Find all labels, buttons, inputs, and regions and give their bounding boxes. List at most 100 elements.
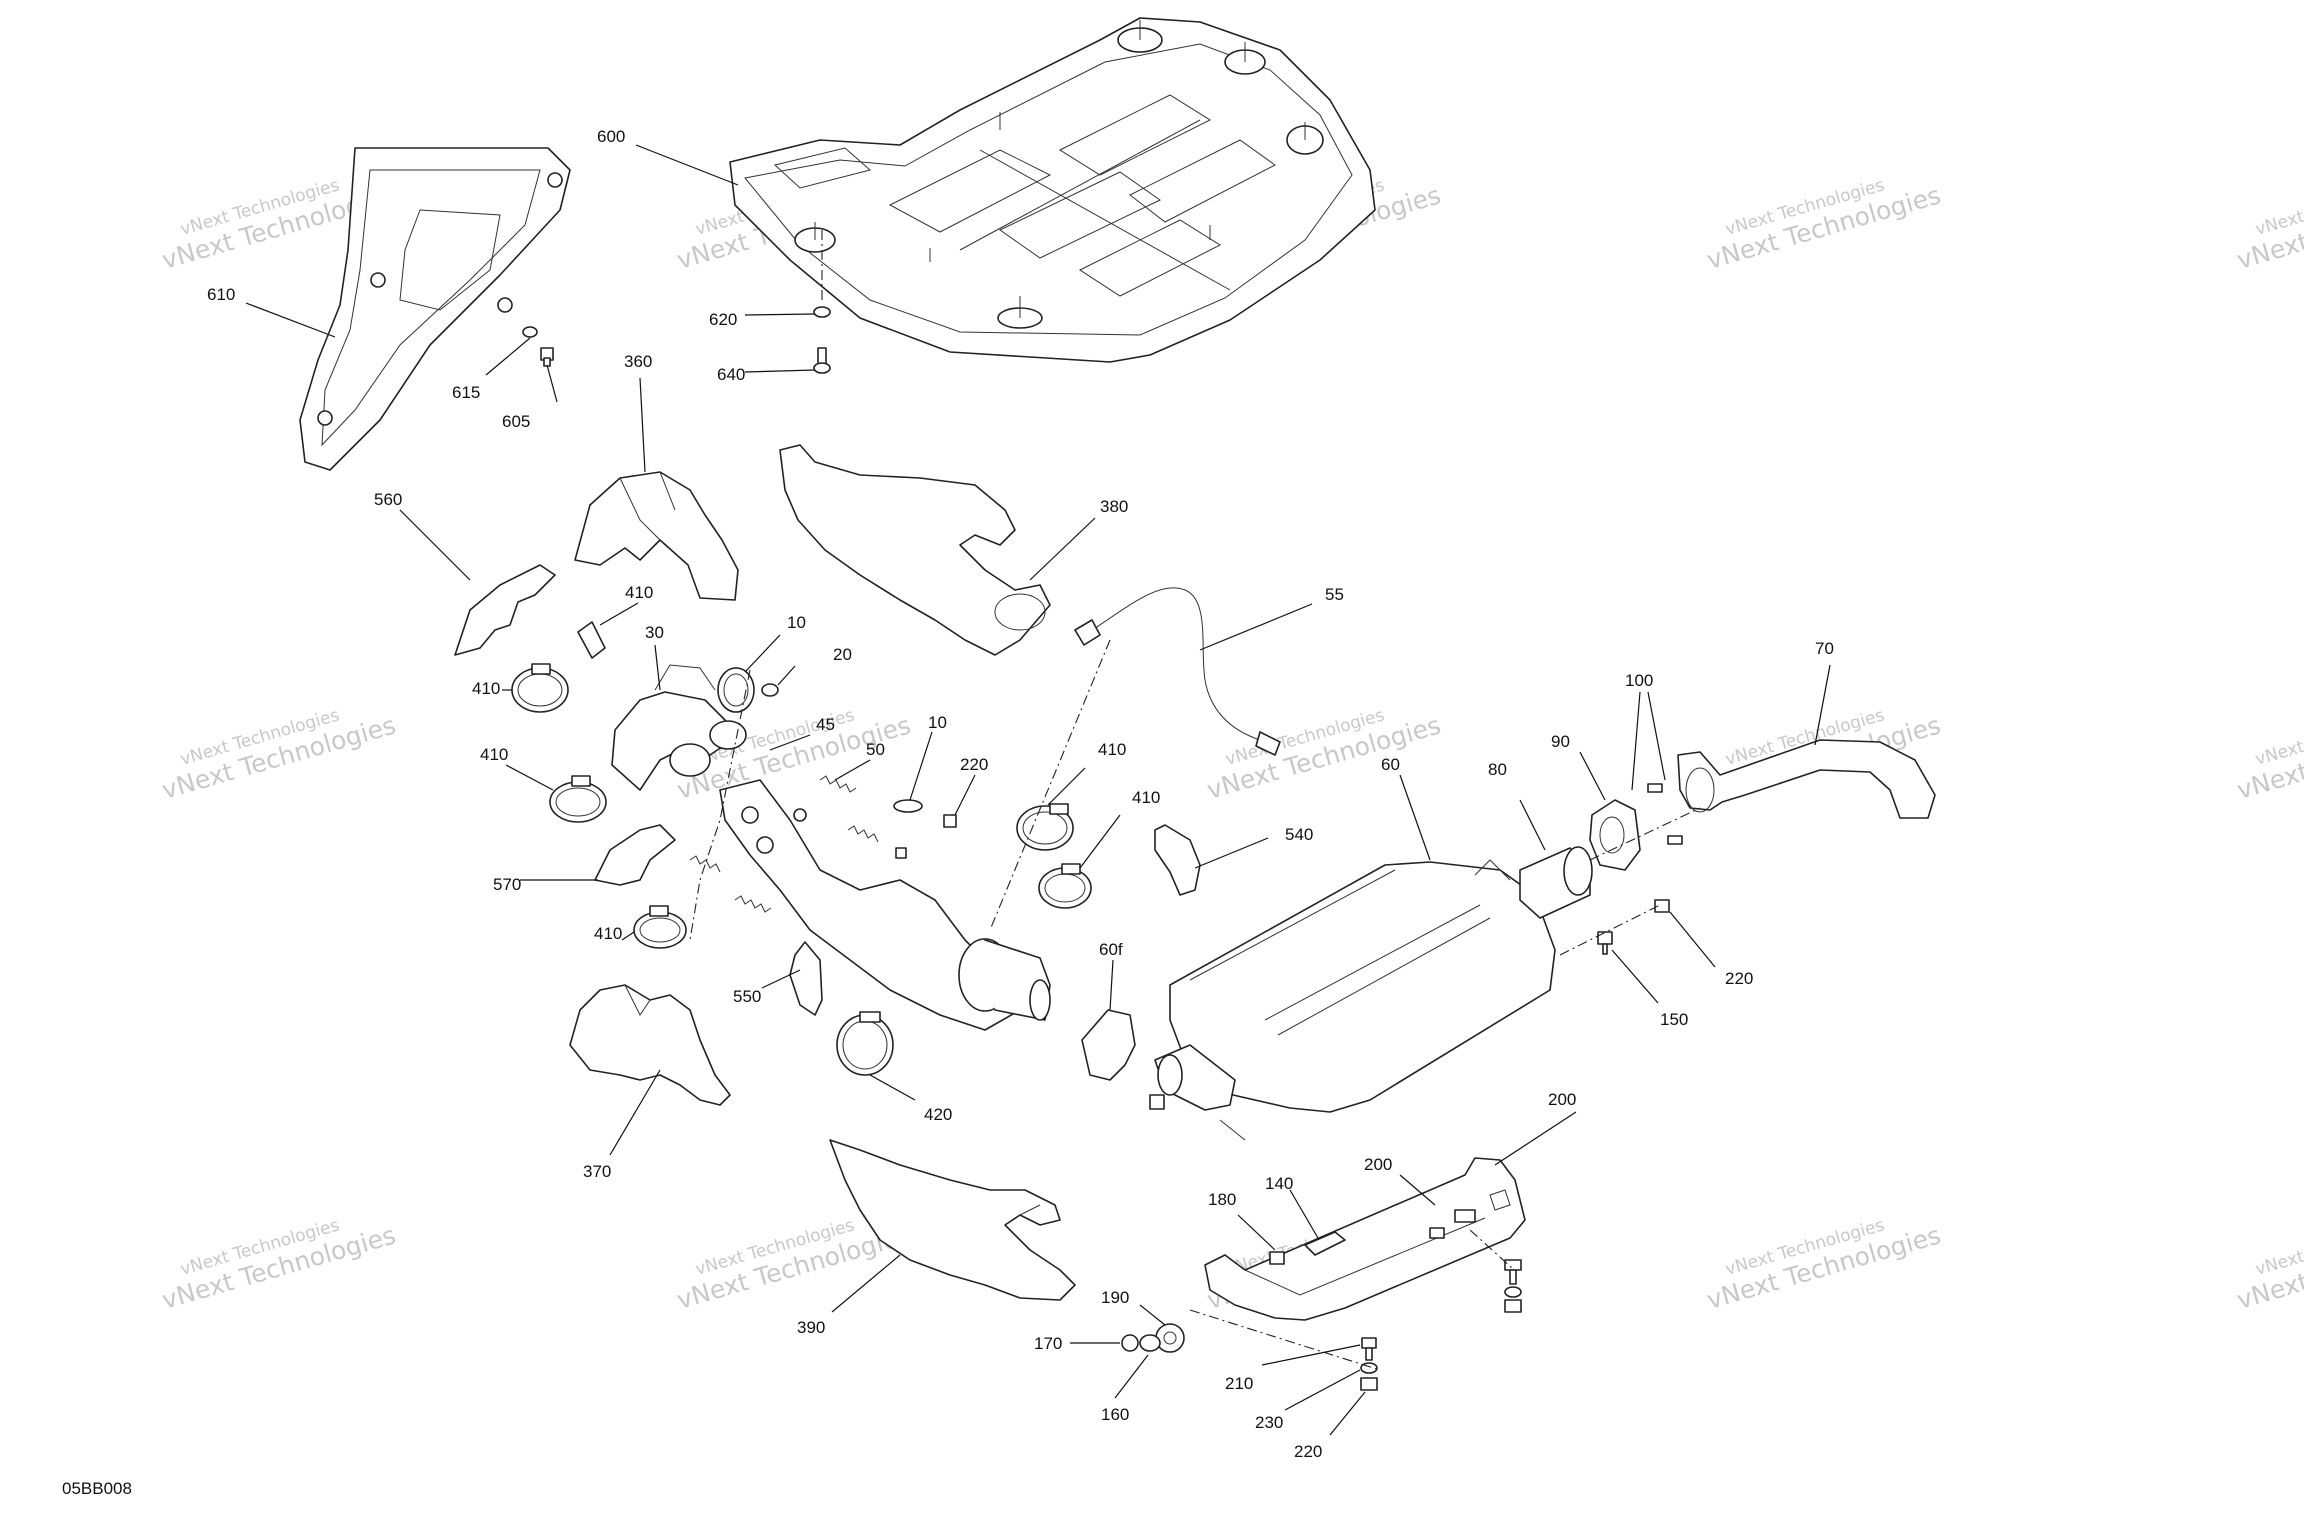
heat-shield-390	[829, 1139, 1076, 1301]
gasket-90	[1589, 799, 1641, 871]
callout-label: 140	[1265, 1174, 1293, 1193]
callout-label: 200	[1364, 1155, 1392, 1174]
callout-label: 190	[1101, 1288, 1129, 1307]
callout-label: 410	[1132, 788, 1160, 807]
heat-shield-370	[569, 984, 731, 1106]
clamp-410-e	[1038, 863, 1092, 909]
bolt-150	[1597, 931, 1613, 955]
callout-label: 80	[1488, 760, 1507, 779]
heat-shield-plate-600	[729, 17, 1376, 363]
grommet-180	[1269, 1251, 1285, 1265]
clamp-60f	[1081, 1009, 1136, 1081]
callout-label: 600	[597, 127, 625, 146]
nut-170	[1121, 1334, 1139, 1352]
callout-label: 60	[1381, 755, 1400, 774]
callout-label: 100	[1625, 671, 1653, 690]
callout-label: 50	[866, 740, 885, 759]
bolt-right-hardware	[1504, 1259, 1522, 1313]
bracket-200	[1204, 1157, 1526, 1321]
nut-220-c	[1654, 899, 1670, 913]
parts-layer	[299, 17, 1936, 1391]
clamp-420	[836, 1011, 894, 1076]
callout-label: 10	[928, 713, 947, 732]
callout-label: 360	[624, 352, 652, 371]
callout-label: 220	[960, 755, 988, 774]
nut-220-d	[1360, 1377, 1378, 1391]
gasket-10	[717, 667, 755, 713]
callout-label: 570	[493, 875, 521, 894]
centerline-muffler	[1589, 807, 1701, 861]
callout-label: 55	[1325, 585, 1344, 604]
muffler-60	[1149, 859, 1556, 1141]
heat-shield-360	[574, 471, 739, 601]
bolt-100-b	[1667, 835, 1683, 845]
clamp-410-c	[633, 905, 687, 949]
callout-label: 605	[502, 412, 530, 431]
heat-shield-550	[789, 941, 823, 1016]
centerline-sensor	[989, 639, 1111, 931]
callout-label: 410	[594, 924, 622, 943]
nut-20	[761, 683, 779, 697]
clamp-410-b	[549, 775, 607, 823]
washer-160	[1139, 1334, 1161, 1352]
gasket-10-b	[893, 799, 923, 813]
callout-label: 380	[1100, 497, 1128, 516]
callout-label: 10	[787, 613, 806, 632]
callout-label: 160	[1101, 1405, 1129, 1424]
callout-label: 180	[1208, 1190, 1236, 1209]
callout-label: 45	[816, 715, 835, 734]
callout-label: 410	[480, 745, 508, 764]
callout-label: 615	[452, 383, 480, 402]
bolt-640	[813, 347, 831, 374]
callout-label: 610	[207, 285, 235, 304]
pipe-80	[1519, 846, 1593, 919]
centerline-bracket-right	[1469, 1229, 1513, 1269]
heat-shield-540	[1154, 824, 1201, 896]
callout-label: 150	[1660, 1010, 1688, 1029]
spring-50-d	[734, 895, 772, 913]
callout-label: 410	[472, 679, 500, 698]
washer-620	[813, 306, 831, 318]
callout-label: 70	[1815, 639, 1834, 658]
tail-pipe-70	[1677, 739, 1936, 819]
grommet-190	[1155, 1323, 1185, 1353]
callout-label: 220	[1725, 969, 1753, 988]
clamp-410-d	[1016, 803, 1074, 851]
callout-label: 420	[924, 1105, 952, 1124]
spring-50-b	[847, 825, 879, 843]
callout-label: 210	[1225, 1374, 1253, 1393]
exhaust-manifold-30	[611, 664, 747, 791]
stud-220-a	[943, 814, 957, 828]
callout-label: 390	[797, 1318, 825, 1337]
callout-label: 560	[374, 490, 402, 509]
callout-label: 60f	[1099, 940, 1123, 959]
callout-label: 410	[625, 583, 653, 602]
bolt-100-a	[1647, 783, 1663, 793]
callout-label: 370	[583, 1162, 611, 1181]
spring-50-a	[819, 775, 857, 793]
screw-605	[540, 347, 554, 367]
watermark-layer: vNext Technologies vNext Technologies vN…	[159, 175, 2304, 1315]
leader-lines	[245, 144, 1831, 1436]
pin-140	[1304, 1231, 1346, 1256]
clamp-410-a	[511, 663, 569, 713]
oxygen-sensor-55	[1074, 587, 1281, 756]
heat-shield-570	[594, 824, 676, 886]
clip-410-f	[577, 621, 606, 659]
callout-label: 640	[717, 365, 745, 384]
washer-615	[522, 326, 538, 338]
diagram-code: 05BB008	[62, 1479, 132, 1498]
exhaust-pipe-45	[719, 779, 1051, 1031]
callout-label: 620	[709, 310, 737, 329]
callout-label: 200	[1548, 1090, 1576, 1109]
callout-labels: 600 610 615 605 620 640 360 560 380 410 …	[207, 127, 1834, 1461]
callout-label: 550	[733, 987, 761, 1006]
callout-label: 170	[1034, 1334, 1062, 1353]
heat-shield-610	[299, 147, 571, 471]
callout-label: 230	[1255, 1413, 1283, 1432]
callout-label: 540	[1285, 825, 1313, 844]
callout-label: 410	[1098, 740, 1126, 759]
callout-label: 20	[833, 645, 852, 664]
callout-label: 220	[1294, 1442, 1322, 1461]
